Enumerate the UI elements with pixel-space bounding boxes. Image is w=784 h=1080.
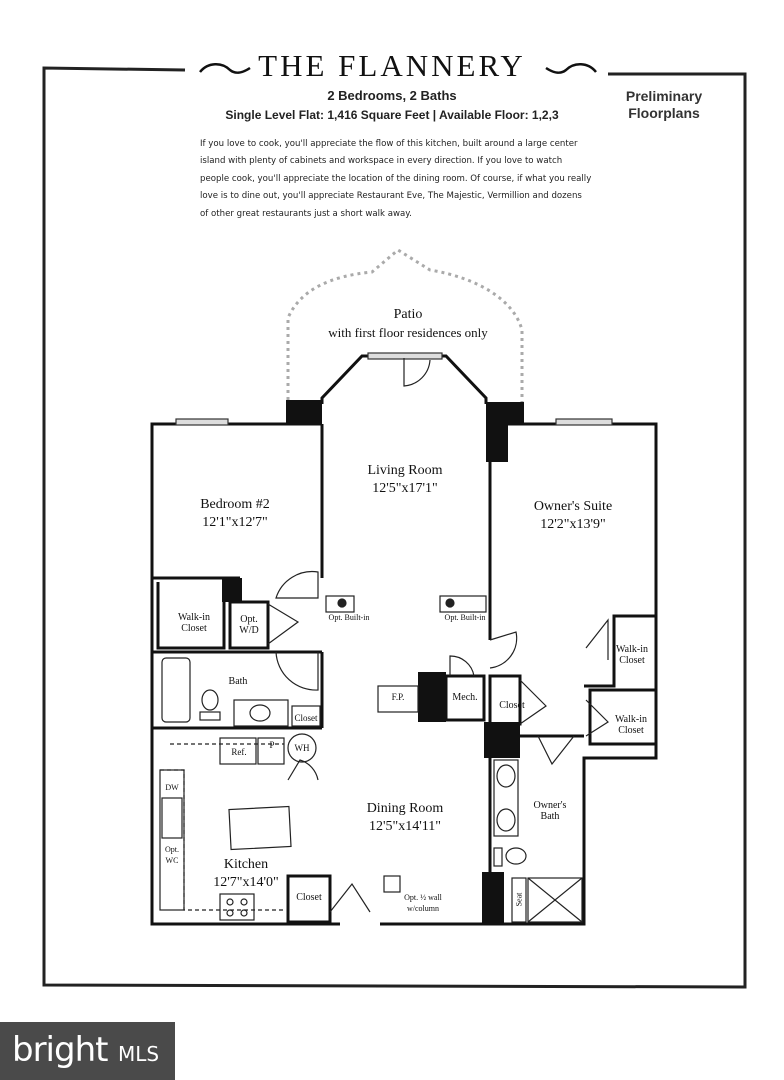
logo-suffix: MLS bbox=[118, 1042, 160, 1066]
label-closet-bath: Closet bbox=[294, 713, 318, 723]
room-patio: Patio with first floor residences only bbox=[328, 307, 488, 340]
walkin-closet-b-wall bbox=[584, 614, 656, 688]
water-heater bbox=[287, 733, 317, 763]
label-closet-mid: Closet bbox=[499, 700, 525, 711]
wall-block bbox=[484, 722, 520, 758]
builtin-left-dot bbox=[337, 598, 347, 608]
toilet-tank bbox=[199, 711, 221, 721]
preliminary-badge: Preliminary Floorplans bbox=[625, 88, 703, 121]
title-flourish-left bbox=[199, 63, 251, 74]
label-mech: Mech. bbox=[452, 692, 478, 703]
burner bbox=[240, 909, 248, 917]
door-swing bbox=[585, 618, 609, 660]
counter-left-run bbox=[159, 769, 185, 911]
label-wh: WH bbox=[294, 743, 310, 753]
page-title: THE FLANNERY bbox=[258, 48, 526, 83]
door-swing bbox=[585, 699, 609, 737]
right-exterior-wall bbox=[482, 422, 658, 926]
label-ref: Ref. bbox=[231, 747, 247, 757]
logo-brand: bright bbox=[12, 1030, 108, 1070]
door-swing bbox=[287, 759, 319, 781]
refrigerator bbox=[219, 737, 257, 765]
builtin-right-dot bbox=[445, 598, 455, 608]
label-closet-kitchen: Closet bbox=[296, 892, 322, 903]
door-swing bbox=[275, 651, 319, 691]
subtitle: 2 Bedrooms, 2 Baths bbox=[327, 88, 457, 103]
kitchen-sink bbox=[161, 797, 183, 839]
door-swing bbox=[537, 735, 575, 766]
builtin-right bbox=[439, 595, 487, 613]
wall-block bbox=[286, 400, 322, 424]
label-bath: Bath bbox=[228, 676, 248, 687]
door-swing bbox=[449, 655, 475, 677]
wd-box bbox=[228, 600, 270, 650]
room-kitchen: Kitchen 12'7"x14'0" bbox=[213, 857, 279, 890]
window bbox=[555, 418, 613, 426]
wall-block bbox=[482, 872, 504, 924]
bathtub bbox=[161, 657, 191, 723]
wall-block bbox=[486, 402, 524, 424]
door-swing bbox=[489, 631, 518, 669]
closet-small bbox=[291, 705, 321, 727]
range bbox=[219, 893, 255, 921]
burner bbox=[226, 898, 234, 906]
builtin-left bbox=[325, 595, 355, 613]
label-fp: F.P. bbox=[391, 692, 405, 702]
label-wc: Opt.WC bbox=[165, 845, 179, 865]
door-swing bbox=[275, 570, 319, 599]
wall-block bbox=[486, 424, 508, 462]
shower-seat bbox=[511, 877, 527, 923]
owners-toilet bbox=[505, 847, 527, 865]
bright-mls-logo: bright MLS bbox=[0, 1022, 175, 1080]
room-living: Living Room 12'5"x17'1" bbox=[367, 463, 443, 496]
page-border bbox=[42, 66, 747, 989]
wall-block bbox=[418, 672, 446, 722]
pantry bbox=[257, 737, 285, 765]
kitchen-island bbox=[228, 805, 292, 851]
label-pantry: P bbox=[269, 740, 275, 750]
owners-toilet-tank bbox=[493, 847, 503, 867]
vanity bbox=[233, 699, 289, 727]
kitchen-closet-box bbox=[286, 874, 332, 924]
patio-outline bbox=[286, 248, 524, 402]
room-owners-suite: Owner's Suite 12'2"x13'9" bbox=[533, 499, 613, 532]
label-builtin-left: Opt. Built-in bbox=[328, 613, 370, 622]
shower bbox=[527, 877, 583, 923]
window bbox=[175, 418, 229, 426]
door-swing bbox=[519, 679, 547, 725]
owners-sink-1 bbox=[496, 764, 516, 788]
walkin-closet-a-wall bbox=[156, 582, 226, 650]
fireplace bbox=[377, 685, 419, 713]
burner bbox=[240, 898, 248, 906]
door-swing bbox=[329, 882, 371, 913]
owners-sink-2 bbox=[496, 808, 516, 832]
walkin-closet-c-wall bbox=[588, 688, 656, 746]
label-seat: Seat bbox=[514, 892, 524, 907]
shower-diag bbox=[527, 877, 583, 923]
title-flourish-right bbox=[545, 63, 597, 74]
label-wd: Opt.W/D bbox=[239, 614, 259, 636]
door-swing bbox=[403, 358, 431, 387]
specs: Single Level Flat: 1,416 Square Feet | A… bbox=[225, 108, 559, 122]
room-dining: Dining Room 12'5"x14'11" bbox=[366, 801, 444, 834]
wall-block bbox=[222, 578, 242, 602]
owners-vanity bbox=[493, 759, 519, 837]
label-builtin-right: Opt. Built-in bbox=[444, 613, 486, 622]
description: If you love to cook, you'll appreciate t… bbox=[200, 139, 592, 219]
room-bedroom2: Bedroom #2 12'1"x12'7" bbox=[200, 497, 270, 530]
toilet bbox=[201, 689, 219, 711]
door-swing bbox=[267, 603, 300, 645]
label-dw: DW bbox=[165, 783, 179, 792]
window bbox=[367, 352, 443, 360]
burner bbox=[226, 909, 234, 917]
column bbox=[383, 875, 401, 893]
sink bbox=[249, 704, 271, 722]
